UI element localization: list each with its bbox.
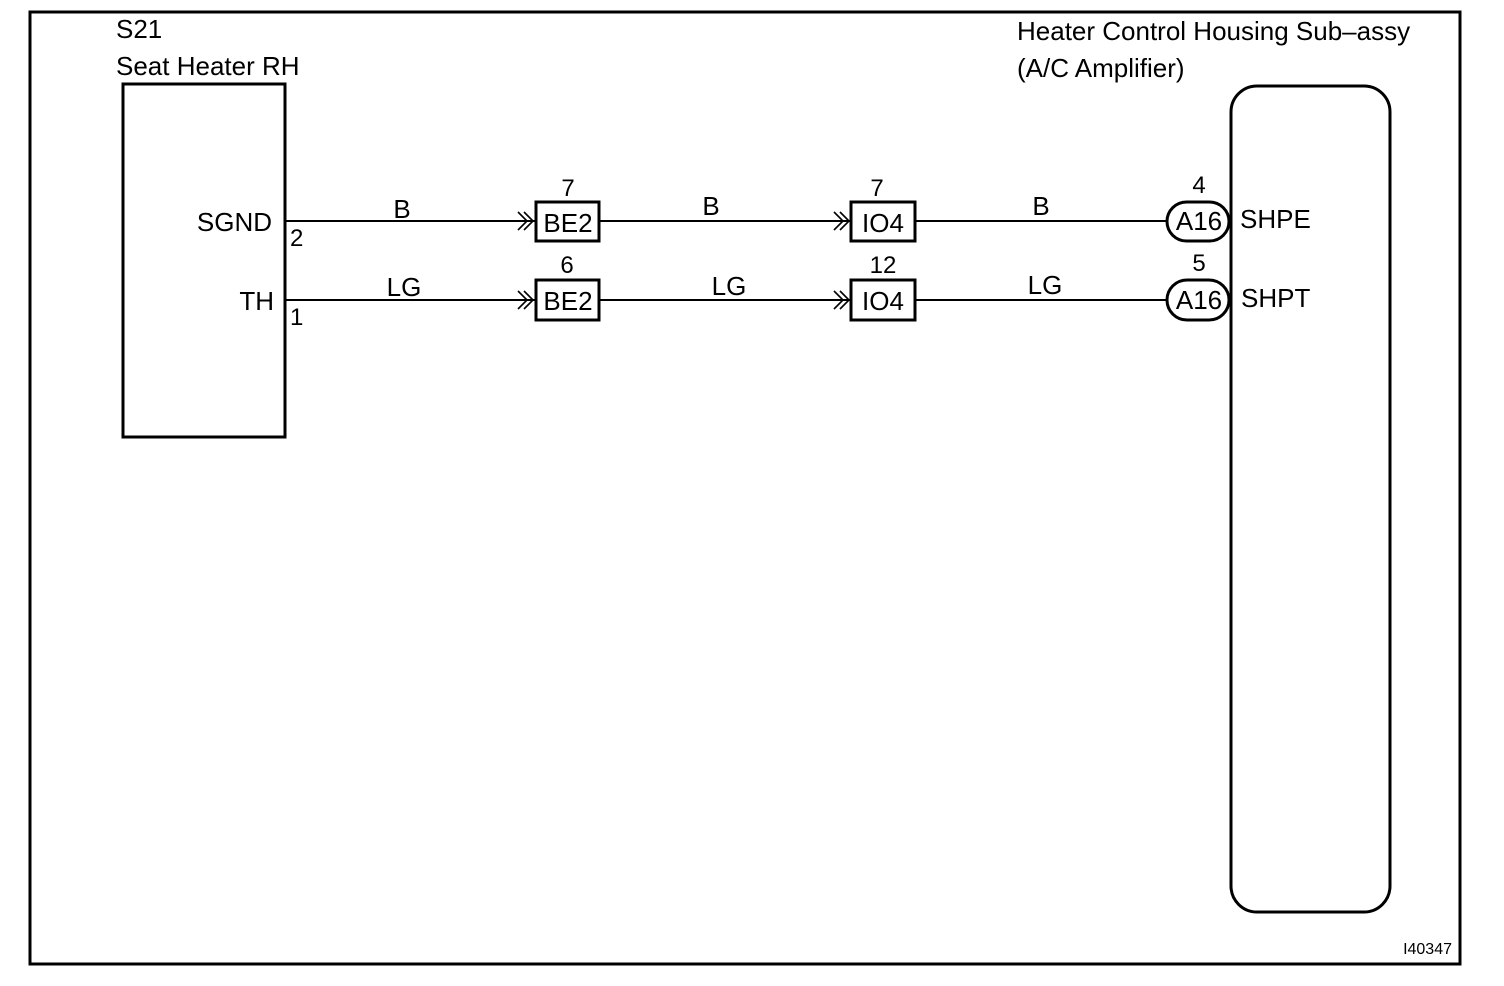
terminal-pin-number: 4 (1192, 172, 1205, 199)
connector-label: BE2 (543, 208, 592, 238)
terminal-connector-label: A16 (1176, 285, 1222, 315)
connector-chevron-icon (517, 290, 535, 310)
connector-chevron-icon (517, 211, 535, 231)
wire-color-label: B (393, 194, 410, 224)
terminal-oval-a16 (1165, 278, 1231, 322)
wire-th-shpt: LG LG LG 6 BE2 12 IO4 5 A16 SHPT (285, 250, 1310, 322)
left-component-code: S21 (116, 14, 162, 44)
left-component-name: Seat Heater RH (116, 51, 300, 81)
terminal-pin-number: 5 (1192, 250, 1205, 277)
terminal-pin-label: SHPT (1241, 283, 1310, 313)
connector-box-be2 (534, 278, 601, 322)
connector-box-io4 (849, 200, 917, 243)
wire-color-label: LG (1028, 270, 1063, 300)
junction-pin-number: 7 (561, 175, 574, 202)
right-component-subtitle: (A/C Amplifier) (1017, 53, 1185, 83)
diagram-frame (28, 10, 1462, 966)
connector-box-io4 (849, 278, 917, 322)
wire-sgnd-shpe: B B B 7 BE2 7 IO4 4 A16 SHPE (285, 172, 1311, 243)
wire-color-label: LG (387, 272, 422, 302)
right-component-title: Heater Control Housing Sub–assy (1017, 16, 1410, 46)
wire-color-label: B (1032, 191, 1049, 221)
connector-box-be2 (534, 200, 601, 243)
ac-amplifier-block (1229, 84, 1392, 914)
wire-color-label: LG (712, 271, 747, 301)
connector-label: IO4 (862, 286, 904, 316)
connector-chevron-icon (833, 290, 851, 310)
connector-label: BE2 (543, 286, 592, 316)
terminal-pin-label: SHPE (1240, 204, 1311, 234)
junction-pin-number: 7 (870, 175, 883, 202)
junction-pin-number: 12 (870, 252, 897, 279)
pin-number-sgnd: 2 (290, 225, 303, 252)
junction-pin-number: 6 (560, 252, 573, 279)
pin-label-sgnd: SGND (197, 207, 272, 237)
wire-color-label: B (702, 191, 719, 221)
pin-number-th: 1 (290, 304, 303, 331)
pin-label-th: TH (239, 286, 274, 316)
terminal-oval-a16 (1165, 200, 1231, 243)
diagram-id: I40347 (1403, 941, 1452, 958)
seat-heater-block (121, 82, 287, 439)
connector-chevron-icon (833, 211, 851, 231)
terminal-connector-label: A16 (1176, 206, 1222, 236)
connector-label: IO4 (862, 208, 904, 238)
